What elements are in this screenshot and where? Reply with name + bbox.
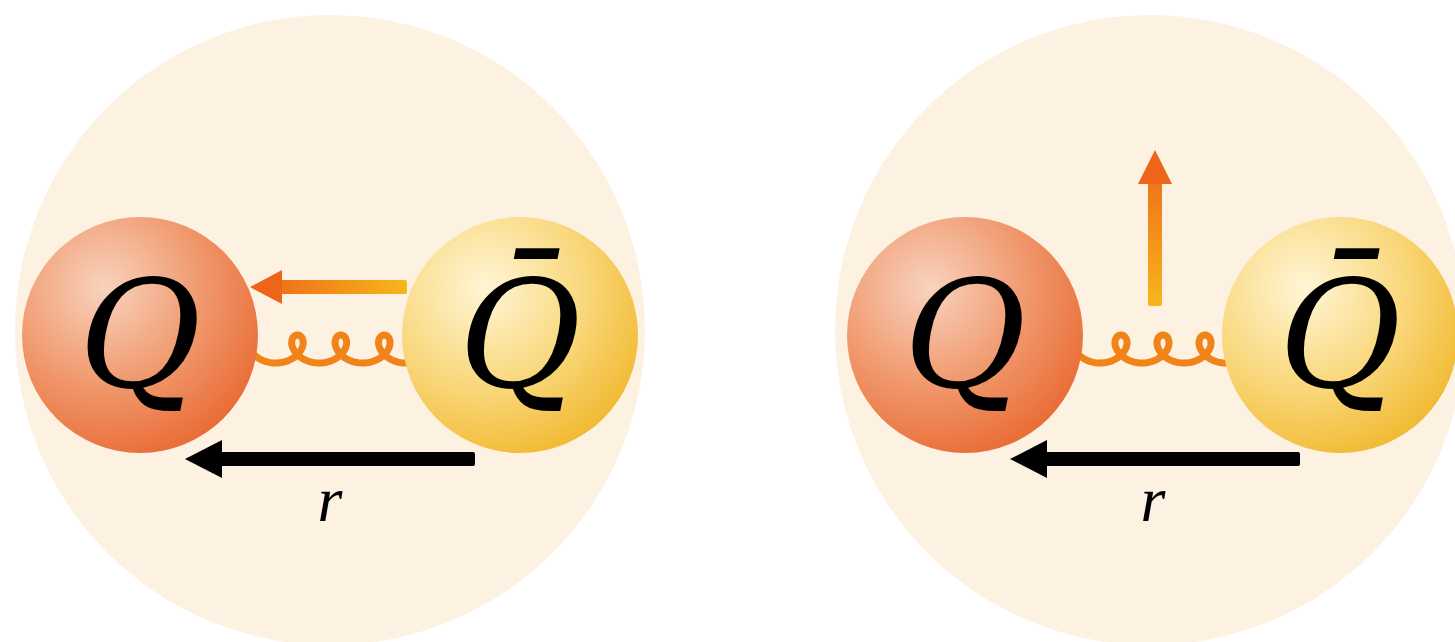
gluon-spring-path: [248, 335, 406, 363]
polarization-arrow: [1138, 150, 1172, 306]
separation-label: r: [1141, 468, 1166, 532]
quark-symbol: Q̄: [1279, 260, 1402, 410]
polarization-arrow: [250, 270, 407, 304]
quark-symbol: Q: [904, 260, 1027, 410]
meson-region: [15, 15, 645, 642]
quark-symbol: Q̄: [459, 260, 582, 410]
meson-region: [835, 15, 1455, 642]
gluon-spring-path: [1073, 335, 1226, 363]
quark-sphere: Q̄: [1222, 217, 1455, 453]
quark-sphere: Q: [22, 217, 258, 453]
quark-sphere: Q: [847, 217, 1083, 453]
quark-sphere: Q̄: [402, 217, 638, 453]
gluon-spring: [248, 335, 406, 363]
quark-symbol: Q: [79, 260, 202, 410]
gluon-spring: [1073, 335, 1226, 363]
separation-label: r: [318, 468, 343, 532]
